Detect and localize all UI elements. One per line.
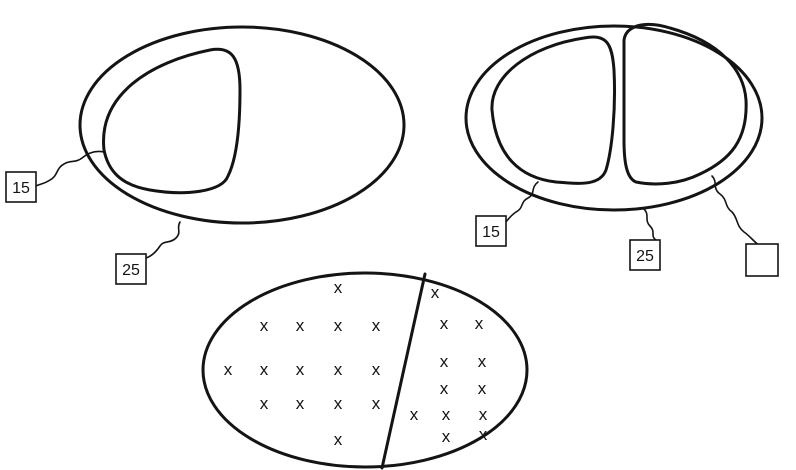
mark-left-1-2: x [334, 316, 343, 335]
mark-right-5-1: x [479, 425, 488, 444]
mark-left-3-2: x [334, 394, 343, 413]
left-lead-15 [36, 151, 104, 186]
left-oval-group: 15 25 [6, 27, 404, 284]
mark-right-5-0: x [442, 427, 451, 446]
left-inner-compartment [104, 49, 240, 192]
mark-right-3-0: x [440, 379, 449, 398]
mark-left-3-1: x [296, 394, 305, 413]
label-blank-right [746, 244, 778, 276]
right-left-compartment [492, 37, 615, 183]
mark-left-2-2: x [296, 360, 305, 379]
mark-right-1-1: x [475, 314, 484, 333]
svg-text:25: 25 [122, 262, 140, 279]
mark-right-4-2: x [479, 405, 488, 424]
mark-left-3-3: x [372, 394, 381, 413]
mark-right-4-0: x [410, 405, 419, 424]
svg-text:15: 15 [12, 180, 30, 197]
svg-text:25: 25 [636, 248, 654, 265]
label-15-right: 15 [476, 216, 506, 246]
mark-left-2-0: x [224, 360, 233, 379]
left-outer-oval [80, 27, 404, 223]
mark-left-1-3: x [372, 316, 381, 335]
mark-left-2-3: x [334, 360, 343, 379]
mark-right-2-0: x [440, 352, 449, 371]
right-lead-blank [712, 176, 760, 246]
label-15-left: 15 [6, 172, 36, 202]
right-right-compartment [624, 24, 746, 184]
bottom-divider-line [382, 274, 425, 468]
mark-right-3-1: x [478, 379, 487, 398]
mark-left-2-1: x [260, 360, 269, 379]
left-lead-25 [146, 222, 180, 258]
mark-left-2-4: x [372, 360, 381, 379]
mark-right-1-0: x [440, 314, 449, 333]
svg-text:15: 15 [482, 224, 500, 241]
mark-right-0-0: x [431, 283, 440, 302]
label-25-right: 25 [630, 240, 660, 270]
right-oval-group: 15 25 [466, 24, 778, 276]
mark-left-4-0: x [334, 430, 343, 449]
mark-left-1-1: x [296, 316, 305, 335]
mark-left-3-0: x [260, 394, 269, 413]
mark-left-1-0: x [260, 316, 269, 335]
right-lead-25 [644, 209, 656, 240]
mark-left-0-0: x [334, 278, 343, 297]
label-25-left: 25 [116, 254, 146, 284]
mark-right-2-1: x [478, 352, 487, 371]
mark-right-4-1: x [442, 405, 451, 424]
